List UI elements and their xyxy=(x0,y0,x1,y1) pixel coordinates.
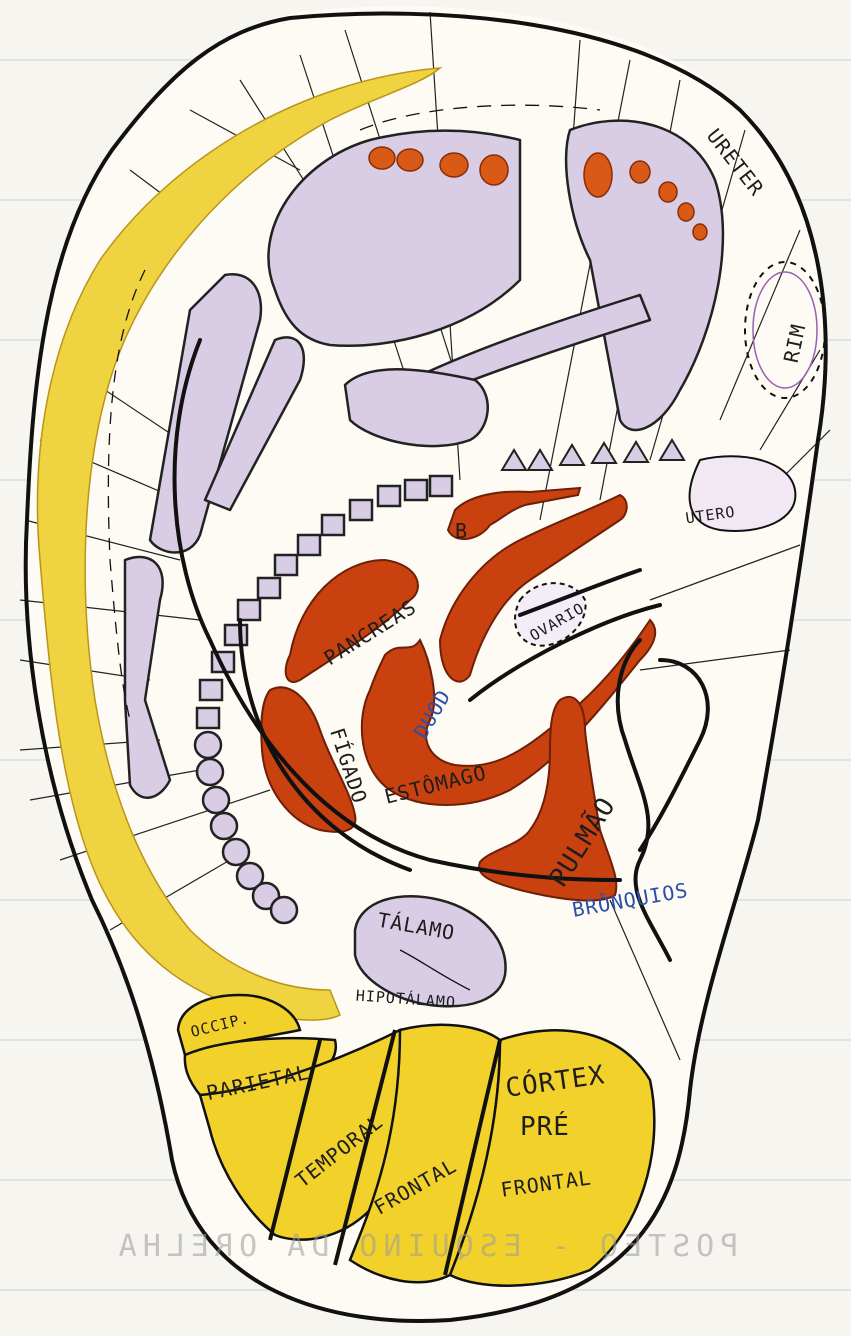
label-b: B xyxy=(455,519,468,543)
mirrored-background-text: POSTEQ - ESQUINO DA ORELHA xyxy=(0,1229,851,1264)
label-cortex-line2: PRÉ xyxy=(520,1110,570,1142)
